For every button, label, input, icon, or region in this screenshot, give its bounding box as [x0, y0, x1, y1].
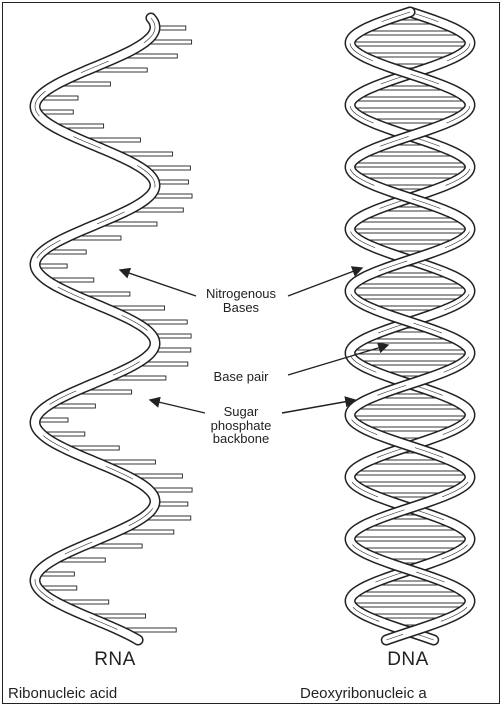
- dna-base-pair: [352, 108, 468, 112]
- dna-base-pair: [356, 218, 464, 222]
- dna-base-pair: [359, 526, 461, 530]
- rna-title: RNA: [60, 650, 170, 670]
- dna-base-pair: [356, 174, 464, 178]
- dna-base-pair: [354, 482, 467, 486]
- dna-base-pair: [353, 97, 467, 101]
- dna-base-pair: [350, 537, 470, 541]
- rna-full-name: Ribonucleic acid: [2, 686, 192, 702]
- sugar-phosphate-backbone-label: Sugar phosphate backbone: [196, 405, 286, 446]
- dna-base-pair: [359, 548, 461, 552]
- dna-base-pair: [350, 229, 469, 233]
- dna-double-helix: [350, 12, 470, 640]
- dna-base-pair: [358, 31, 463, 35]
- dna-base-pair: [350, 163, 469, 167]
- pointer-to-rna-base: [120, 270, 196, 296]
- dna-base-pair: [354, 592, 467, 596]
- dna-base-pair: [351, 603, 469, 607]
- dna-base-pair: [355, 405, 465, 409]
- dna-base-pair: [353, 295, 467, 299]
- dna-title: DNA: [358, 650, 458, 670]
- dna-full-name: Deoxyribonucleic a: [300, 686, 500, 702]
- dna-base-pair: [351, 416, 470, 420]
- nitrogenous-bases-label: Nitrogenous Bases: [186, 287, 296, 314]
- dna-backbone-strand-b: [350, 12, 470, 640]
- dna-base-pair: [351, 471, 469, 475]
- pointer-to-dna-backbone: [282, 400, 355, 413]
- dna-base-pair: [352, 284, 468, 288]
- rna-single-helix: [35, 18, 192, 640]
- dna-base-pair: [358, 361, 463, 365]
- base-pair-label: Base pair: [186, 370, 296, 384]
- dna-base-pair: [350, 42, 470, 46]
